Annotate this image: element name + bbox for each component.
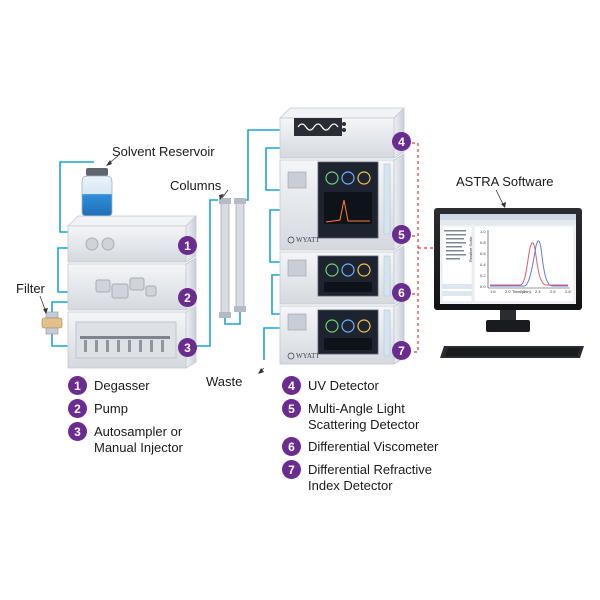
badge-2: 2 — [178, 288, 197, 307]
keyboard — [440, 346, 584, 358]
legend-badge-6: 6 — [282, 437, 301, 456]
mals-detector-module: WYATT — [279, 153, 405, 251]
filter — [41, 311, 63, 335]
legend-badge-1: 1 — [68, 376, 87, 395]
screen-y-tick: 0.4 — [480, 262, 486, 267]
legend-badge-4: 4 — [282, 376, 301, 395]
legend-right: 4 UV Detector 5 Multi-Angle Light Scatte… — [282, 376, 439, 500]
badge-1: 1 — [178, 236, 197, 255]
badge-5: 5 — [392, 225, 411, 244]
computer-monitor — [434, 208, 582, 332]
legend-label-degasser: Degasser — [94, 378, 150, 393]
screen-y-tick: 0.0 — [480, 284, 486, 289]
filter-label: Filter — [16, 281, 45, 296]
brand-mark: WYATT — [296, 236, 320, 244]
screen-xlabel: Time (min) — [512, 289, 531, 294]
waste-label: Waste — [206, 374, 243, 389]
columns-label: Columns — [170, 178, 222, 193]
columns — [219, 198, 246, 318]
degasser-module — [67, 215, 197, 263]
legend-label-viscometer: Differential Viscometer — [308, 439, 439, 454]
badge-3: 3 — [178, 338, 197, 357]
pointer-arrowheads — [43, 160, 506, 374]
badge-7: 7 — [392, 341, 411, 360]
uv-detector-module — [279, 107, 405, 159]
solvent-reservoir-label: Solvent Reservoir — [112, 144, 215, 159]
legend-label-pump: Pump — [94, 401, 128, 416]
screen-x-tick: 2.8 — [565, 289, 571, 294]
legend-item-autosampler: 3 Autosampler or Manual Injector — [68, 422, 183, 456]
screen-y-tick: 0.2 — [480, 273, 486, 278]
pump-module — [67, 257, 197, 311]
legend-badge-7: 7 — [282, 460, 301, 479]
badge-6: 6 — [392, 283, 411, 302]
astra-software-label: ASTRA Software — [456, 174, 554, 189]
screen-y-tick: 1.0 — [480, 229, 486, 234]
legend-badge-5: 5 — [282, 399, 301, 418]
screen-y-tick: 0.8 — [480, 240, 486, 245]
screen-x-tick: 2.4 — [535, 289, 541, 294]
legend-badge-3: 3 — [68, 422, 87, 441]
legend-label-refractive-index: Differential Refractive Index Detector — [308, 462, 433, 493]
legend-item-refractive-index: 7 Differential Refractive Index Detector — [282, 460, 438, 494]
screen-x-tick: 2.6 — [550, 289, 556, 294]
screen-x-tick: 2.2 — [520, 289, 526, 294]
badge-4: 4 — [392, 132, 411, 151]
brand-mark-lower: WYATT — [296, 352, 320, 360]
solvent-reservoir-bottle — [81, 168, 113, 217]
legend-item-uv: 4 UV Detector — [282, 376, 438, 395]
legend-item-mals: 5 Multi-Angle Light Scattering Detector — [282, 399, 438, 433]
legend-label-uv: UV Detector — [308, 378, 379, 393]
legend-item-degasser: 1 Degasser — [68, 376, 183, 395]
screen-x-tick: 2.0 — [505, 289, 511, 294]
legend-label-autosampler: Autosampler or Manual Injector — [94, 424, 183, 455]
viscometer-module — [279, 245, 405, 305]
screen-ylabel: Relative Scale — [468, 236, 473, 262]
legend-label-mals: Multi-Angle Light Scattering Detector — [308, 401, 420, 432]
legend-item-pump: 2 Pump — [68, 399, 183, 418]
legend-left: 1 Degasser 2 Pump 3 Autosampler or Manua… — [68, 376, 183, 462]
autosampler-module — [67, 305, 197, 369]
screen-y-tick: 0.6 — [480, 251, 486, 256]
refractive-index-module: WYATT — [279, 299, 405, 365]
tubing — [51, 129, 284, 360]
legend-item-viscometer: 6 Differential Viscometer — [282, 437, 439, 456]
legend-badge-2: 2 — [68, 399, 87, 418]
screen-x-tick: 1.6 — [490, 289, 496, 294]
